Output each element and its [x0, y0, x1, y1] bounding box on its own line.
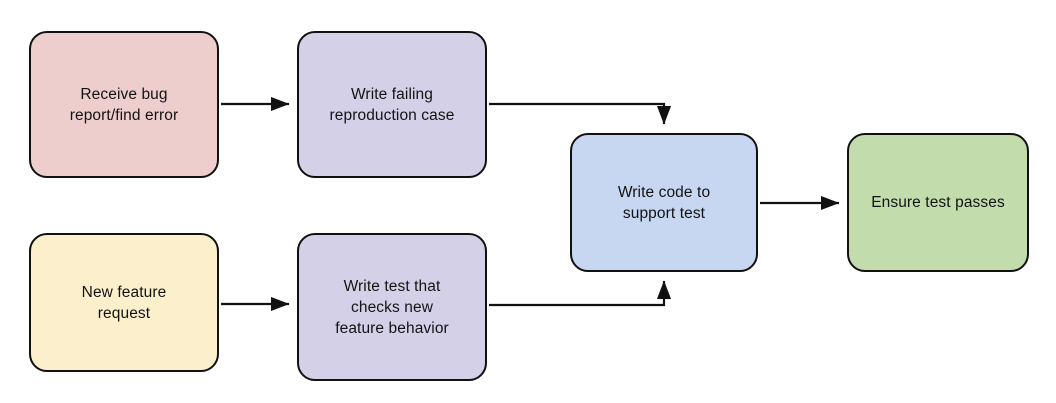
node-write-test-checks-new-feature[interactable]: Write test that checks new feature behav…	[297, 233, 487, 381]
edge-write-test-to-write-code	[489, 280, 672, 307]
edge-reproduction-to-write-code	[489, 102, 672, 125]
node-ensure-test-passes[interactable]: Ensure test passes	[847, 133, 1029, 272]
node-label: Receive bug report/find error	[69, 85, 179, 124]
node-write-code-to-support-test[interactable]: Write code to support test	[570, 133, 758, 272]
node-receive-bug-report[interactable]: Receive bug report/find error	[29, 31, 219, 178]
node-new-feature-request[interactable]: New feature request	[29, 233, 219, 372]
node-label: Write failing reproduction case	[329, 85, 455, 124]
node-label: Write test that checks new feature behav…	[335, 277, 449, 337]
node-label: New feature request	[81, 283, 167, 322]
node-label: Write code to support test	[617, 183, 711, 222]
node-label: Ensure test passes	[871, 194, 1005, 211]
node-write-failing-reproduction-case[interactable]: Write failing reproduction case	[297, 31, 487, 178]
